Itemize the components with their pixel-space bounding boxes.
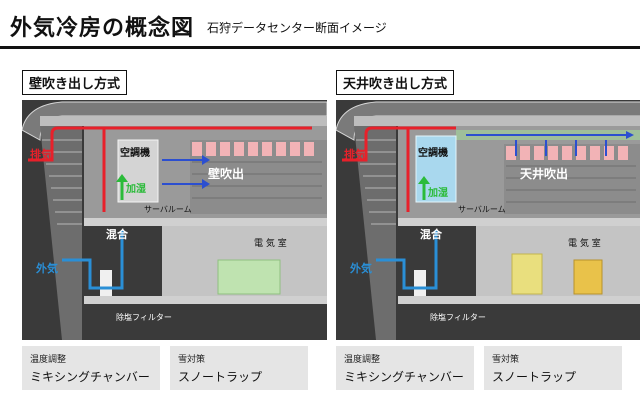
- roof-louver: [40, 116, 327, 126]
- label-outside-air: 外気: [35, 261, 58, 275]
- label-mixing: 混合: [106, 227, 129, 241]
- salt-filter: [100, 270, 112, 296]
- floor-slab-lower: [84, 296, 327, 304]
- note-subtitle: 温度調整: [30, 355, 67, 365]
- label-server-room: サーバルーム: [458, 205, 506, 214]
- note-main: ミキシングチャンバー: [30, 370, 150, 384]
- cross-section-diagram: 排気 外気 空調機 加湿 混合 天井吹出 サーバルーム 電 気 室 除塩フィルタ…: [336, 100, 640, 340]
- humidify-arrowhead: [116, 174, 128, 182]
- label-salt-filter: 除塩フィルター: [116, 312, 172, 322]
- note-subtitle: 雪対策: [492, 355, 520, 365]
- outside-air-path: [62, 230, 124, 290]
- label-exhaust: 排気: [344, 147, 366, 161]
- panel-caption: 天井吹き出し方式: [336, 70, 455, 95]
- wall-louvers: [356, 139, 396, 225]
- label-humidify: 加湿: [125, 182, 146, 195]
- label-outside-air: 外気: [349, 261, 372, 275]
- note-subtitle: 雪対策: [178, 355, 206, 365]
- label-ceiling-outlet: 天井吹出: [520, 166, 568, 181]
- note-snow-trap: 雪対策 スノートラップ: [170, 346, 308, 390]
- note-subtitle: 温度調整: [344, 355, 381, 365]
- supply-flow-arrows: [466, 134, 626, 156]
- page-title: 外気冷房の概念図: [10, 16, 195, 41]
- label-wall-outlet: 壁吹出: [208, 166, 244, 181]
- cross-section-diagram: 排気 外気 空調機 加湿 混合 壁吹出 サーバルーム 電 気 室 除塩フィルター: [22, 100, 327, 340]
- label-humidify: 加湿: [427, 186, 448, 199]
- floor-slab-upper: [84, 218, 327, 226]
- label-salt-filter: 除塩フィルター: [430, 312, 486, 322]
- exhaust-path: [342, 126, 456, 162]
- electrical-equipment: [217, 259, 281, 295]
- exhaust-path: [28, 126, 312, 162]
- panel-wall-outlet: 壁吹き出し方式: [22, 70, 327, 340]
- title-divider: [0, 46, 640, 49]
- humidify-arrowhead: [418, 176, 430, 184]
- server-racks: [504, 144, 640, 214]
- exterior-wall: [354, 126, 396, 340]
- supply-flow-arrowheads: [202, 155, 210, 189]
- label-mixing: 混合: [420, 227, 443, 241]
- note-main: スノートラップ: [492, 370, 577, 384]
- ac-unit: [117, 139, 159, 203]
- note-mixing-chamber: 温度調整 ミキシングチャンバー: [22, 346, 160, 390]
- server-racks: [190, 140, 327, 214]
- exterior-wall: [40, 126, 82, 340]
- label-server-room: サーバルーム: [144, 205, 192, 214]
- transformer-equipment: [573, 259, 603, 295]
- generator-equipment: [511, 253, 543, 295]
- wall-louvers: [42, 139, 82, 225]
- panel-ceiling-outlet: 天井吹き出し方式: [336, 70, 640, 340]
- floor-slab-upper: [398, 218, 640, 226]
- roof-louver: [354, 116, 640, 126]
- supply-flow-arrowheads: [626, 131, 634, 139]
- electrical-room-area: [476, 226, 640, 296]
- label-ac-unit: 空調機: [418, 146, 448, 159]
- salt-filter: [414, 270, 426, 296]
- label-electrical-room: 電 気 室: [568, 237, 601, 249]
- floor-slab-lower: [398, 296, 640, 304]
- note-main: ミキシングチャンバー: [344, 370, 464, 384]
- label-exhaust: 排気: [30, 147, 52, 161]
- label-ac-unit: 空調機: [120, 146, 150, 159]
- panel-caption: 壁吹き出し方式: [22, 70, 128, 95]
- note-main: スノートラップ: [178, 370, 263, 384]
- note-mixing-chamber: 温度調整 ミキシングチャンバー: [336, 346, 474, 390]
- note-snow-trap: 雪対策 スノートラップ: [484, 346, 622, 390]
- page-subtitle: 石狩データセンター断面イメージ: [207, 21, 387, 35]
- supply-flow-arrows: [162, 159, 202, 185]
- outside-air-path: [376, 230, 438, 290]
- label-electrical-room: 電 気 室: [254, 237, 287, 249]
